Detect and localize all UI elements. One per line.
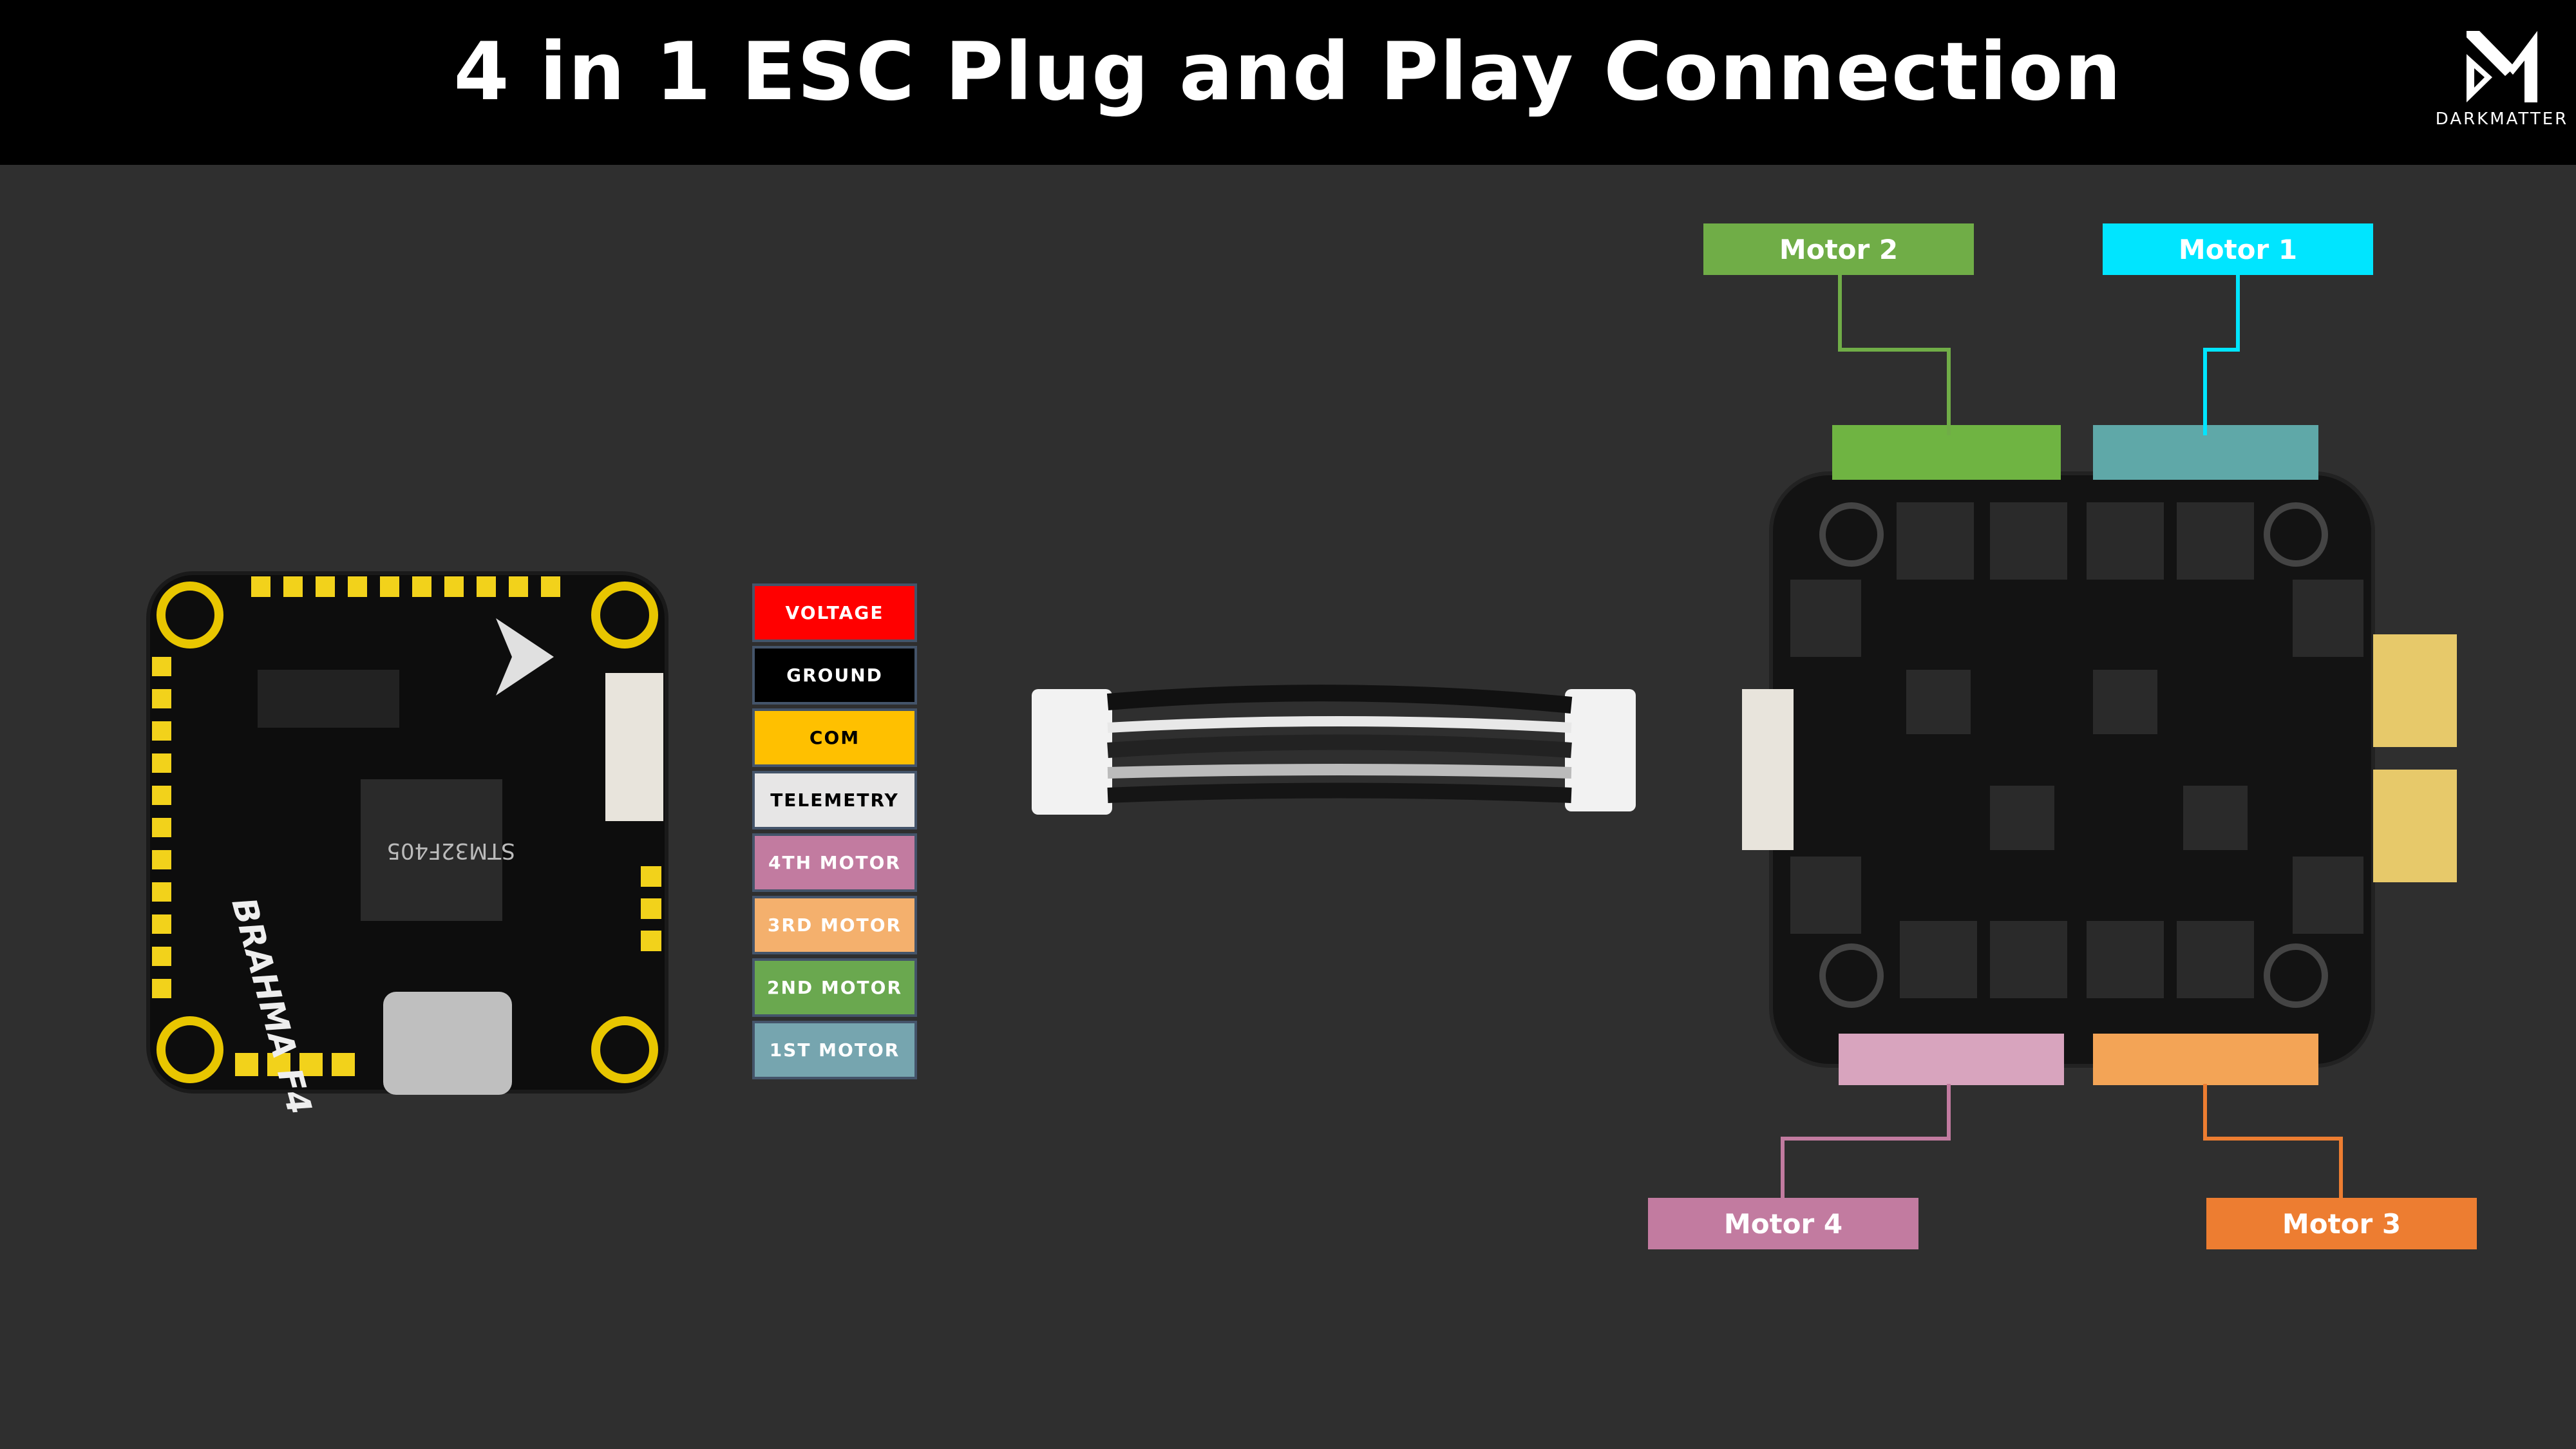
legend-3rd-motor: 3RD MOTOR: [752, 896, 917, 954]
motor-2-pads: [1832, 425, 2061, 480]
legend-4th-motor: 4TH MOTOR: [752, 833, 917, 892]
legend-1st-motor: 1ST MOTOR: [752, 1021, 917, 1079]
flight-controller-board: STM32F405 BRAHMA F4: [146, 571, 668, 1119]
logo-text: DARKMATTER: [2435, 109, 2569, 129]
legend-telemetry: TELEMETRY: [752, 771, 917, 829]
wire-color-legend: VOLTAGE GROUND COM TELEMETRY 4TH MOTOR 3…: [752, 583, 917, 1083]
legend-com: COM: [752, 708, 917, 767]
darkmatter-logo: DARKMATTER: [2434, 28, 2570, 131]
motor-4-pads: [1839, 1034, 2064, 1085]
motor-1-label: Motor 1: [2103, 223, 2373, 275]
motor-2-label: Motor 2: [1703, 223, 1974, 275]
motor-4-line: [1781, 1084, 1951, 1198]
motor-3-pads: [2093, 1034, 2318, 1085]
motor-3-label: Motor 3: [2206, 1198, 2477, 1249]
motor-2-line: [1838, 274, 1951, 435]
logo-icon: [2467, 31, 2537, 102]
legend-2nd-motor: 2ND MOTOR: [752, 958, 917, 1017]
page-title: 4 in 1 ESC Plug and Play Connection: [453, 26, 2123, 118]
motor-4-label: Motor 4: [1648, 1198, 1918, 1249]
motor-1-line: [2203, 274, 2240, 435]
header-bar: 4 in 1 ESC Plug and Play Connection DARK…: [0, 0, 2576, 165]
esc-cable: [1032, 685, 1636, 815]
esc-board: [1742, 425, 2457, 1085]
legend-voltage: VOLTAGE: [752, 583, 917, 642]
motor-3-line: [2203, 1084, 2343, 1198]
legend-ground: GROUND: [752, 646, 917, 705]
chip-label: STM32F405: [386, 838, 515, 864]
